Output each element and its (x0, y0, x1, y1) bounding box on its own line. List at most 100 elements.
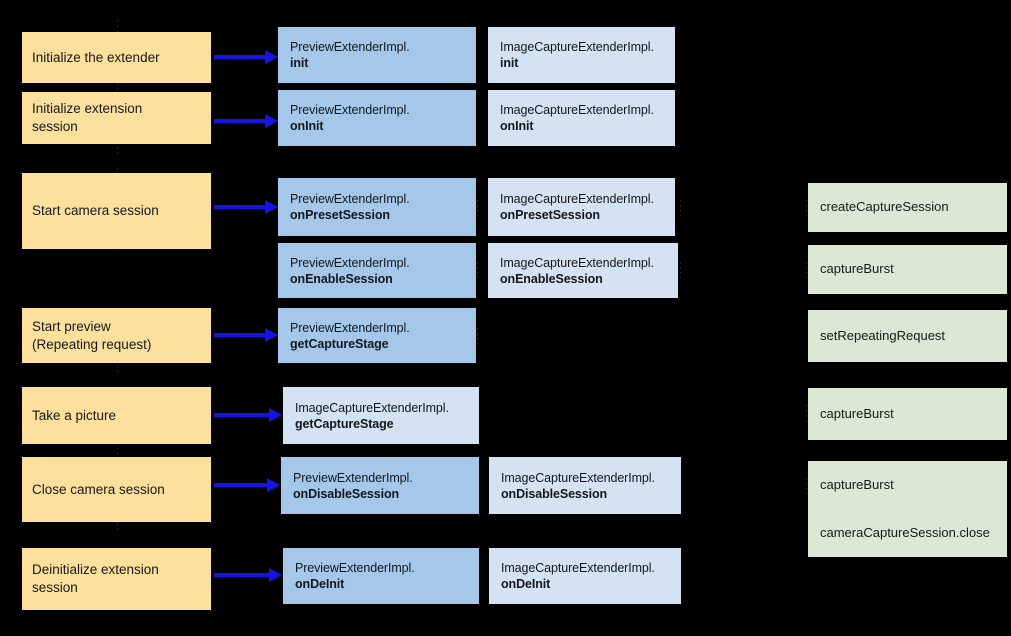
arrow-head (267, 478, 280, 492)
stage-start-preview[interactable]: Start preview (Repeating request) (22, 308, 211, 363)
class-name: PreviewExtenderImpl. (290, 255, 410, 270)
method-name: onDisableSession (501, 486, 608, 501)
camera2-label: captureBurst (820, 405, 894, 421)
method-name: onPresetSession (500, 208, 600, 222)
preview-getcapturestage[interactable]: PreviewExtenderImpl. getCaptureStage (278, 308, 476, 363)
camera2-label: captureBurst (820, 476, 894, 492)
guide-tick-col2-b (477, 262, 478, 278)
class-name: ImageCaptureExtenderImpl. (501, 470, 655, 485)
guide-tick-green-c (806, 405, 807, 421)
capture-getcapturestage[interactable]: ImageCaptureExtenderImpl. getCaptureStag… (283, 387, 479, 444)
stage-take-a-picture[interactable]: Take a picture (22, 387, 211, 444)
arrow-start-camera-session (214, 200, 278, 214)
class-name: PreviewExtenderImpl. (290, 192, 410, 206)
capture-ondeinit[interactable]: ImageCaptureExtenderImpl. onDeInit (489, 548, 681, 604)
arrow-head (269, 568, 282, 582)
stage-start-camera-session[interactable]: Start camera session (22, 173, 211, 249)
guide-tick-col2-f (680, 262, 681, 278)
guide-tick-green-b (806, 262, 807, 278)
arrow-head (265, 200, 278, 214)
camera2-createcapturesession[interactable]: createCaptureSession (808, 183, 1007, 232)
method-name: getCaptureStage (290, 336, 389, 351)
stage-label: Start preview (Repeating request) (32, 318, 152, 352)
class-name: PreviewExtenderImpl. (290, 103, 410, 117)
class-name: PreviewExtenderImpl. (295, 561, 415, 575)
guide-tick-left-2 (117, 78, 118, 90)
arrow-initialize-extension-session (214, 114, 278, 128)
class-name: PreviewExtenderImpl. (290, 40, 410, 54)
preview-init[interactable]: PreviewExtenderImpl. init (278, 27, 476, 83)
guide-tick-left-8 (117, 518, 118, 532)
method-name: onInit (500, 119, 534, 133)
guide-tick-col2-e (680, 200, 681, 216)
class-name: ImageCaptureExtenderImpl. (501, 561, 655, 575)
method-name: init (290, 56, 309, 70)
arrow-start-preview (214, 328, 278, 342)
class-name: ImageCaptureExtenderImpl. (500, 103, 654, 117)
arrow-shaft (214, 119, 266, 123)
method-name: onInit (290, 119, 324, 133)
method-name: onPresetSession (290, 208, 390, 222)
guide-tick-left-3 (117, 142, 118, 154)
class-name: PreviewExtenderImpl. (293, 470, 413, 485)
preview-ondisablesession[interactable]: PreviewExtenderImpl. onDisableSession (281, 457, 479, 514)
arrow-take-a-picture (214, 408, 282, 422)
capture-oninit[interactable]: ImageCaptureExtenderImpl. onInit (488, 90, 675, 146)
stage-initialize-extension-session[interactable]: Initialize extension session (22, 92, 211, 144)
class-name: PreviewExtenderImpl. (290, 320, 410, 335)
method-name: onEnableSession (500, 271, 603, 286)
class-name: ImageCaptureExtenderImpl. (500, 192, 654, 206)
preview-onpresetsession[interactable]: PreviewExtenderImpl. onPresetSession (278, 178, 476, 236)
preview-ondeinit[interactable]: PreviewExtenderImpl. onDeInit (283, 548, 479, 604)
arrow-deinitialize-extension-session (214, 568, 282, 582)
camera2-cameracapturesessionclose[interactable]: cameraCaptureSession.close (808, 509, 1007, 557)
guide-tick-left-6 (117, 360, 118, 374)
capture-init[interactable]: ImageCaptureExtenderImpl. init (488, 27, 675, 83)
preview-oninit[interactable]: PreviewExtenderImpl. onInit (278, 90, 476, 146)
method-name: onEnableSession (290, 271, 393, 286)
camera2-setrepeatingrequest[interactable]: setRepeatingRequest (808, 310, 1007, 362)
arrow-shaft (214, 483, 268, 487)
method-name: onDeInit (501, 577, 551, 591)
camera2-label: captureBurst (820, 261, 894, 277)
arrow-shaft (214, 413, 270, 417)
camera2-label: setRepeatingRequest (820, 327, 946, 343)
stage-label: Start camera session (32, 203, 159, 219)
preview-onenablesession[interactable]: PreviewExtenderImpl. onEnableSession (278, 243, 476, 298)
arrow-head (269, 408, 282, 422)
camera2-captureburst-2[interactable]: captureBurst (808, 388, 1007, 440)
camera2-captureburst-3[interactable]: captureBurst (808, 461, 1007, 509)
stage-label: Take a picture (32, 407, 117, 423)
class-name: ImageCaptureExtenderImpl. (295, 400, 449, 415)
guide-tick-green-d (806, 478, 807, 494)
guide-tick-left (117, 20, 118, 34)
arrow-shaft (214, 573, 270, 577)
method-name: onDisableSession (293, 486, 400, 501)
camera2-label: createCaptureSession (820, 199, 949, 215)
arrow-shaft (214, 205, 266, 209)
guide-tick-left-7 (117, 443, 118, 457)
camera2-captureburst-1[interactable]: captureBurst (808, 245, 1007, 294)
method-name: getCaptureStage (295, 416, 394, 431)
arrow-shaft (214, 55, 266, 59)
method-name: onDeInit (295, 577, 345, 591)
arrow-head (265, 328, 278, 342)
arrow-head (265, 114, 278, 128)
method-name: init (500, 56, 519, 70)
guide-tick-col2 (477, 200, 478, 216)
stage-deinitialize-extension-session[interactable]: Deinitialize extension session (22, 548, 211, 610)
guide-tick-green (806, 200, 807, 216)
arrow-shaft (214, 333, 266, 337)
capture-onpresetsession[interactable]: ImageCaptureExtenderImpl. onPresetSessio… (488, 178, 675, 236)
camera2-label: cameraCaptureSession.close (820, 524, 990, 540)
arrow-initialize-the-extender (214, 50, 278, 64)
stage-close-camera-session[interactable]: Close camera session (22, 457, 211, 522)
class-name: ImageCaptureExtenderImpl. (500, 255, 654, 270)
capture-onenablesession[interactable]: ImageCaptureExtenderImpl. onEnableSessio… (488, 243, 678, 298)
class-name: ImageCaptureExtenderImpl. (500, 40, 654, 54)
stage-label: Initialize the extender (32, 49, 160, 65)
stage-initialize-the-extender[interactable]: Initialize the extender (22, 32, 211, 83)
capture-ondisablesession[interactable]: ImageCaptureExtenderImpl. onDisableSessi… (489, 457, 681, 514)
stage-label: Deinitialize extension session (32, 562, 159, 595)
